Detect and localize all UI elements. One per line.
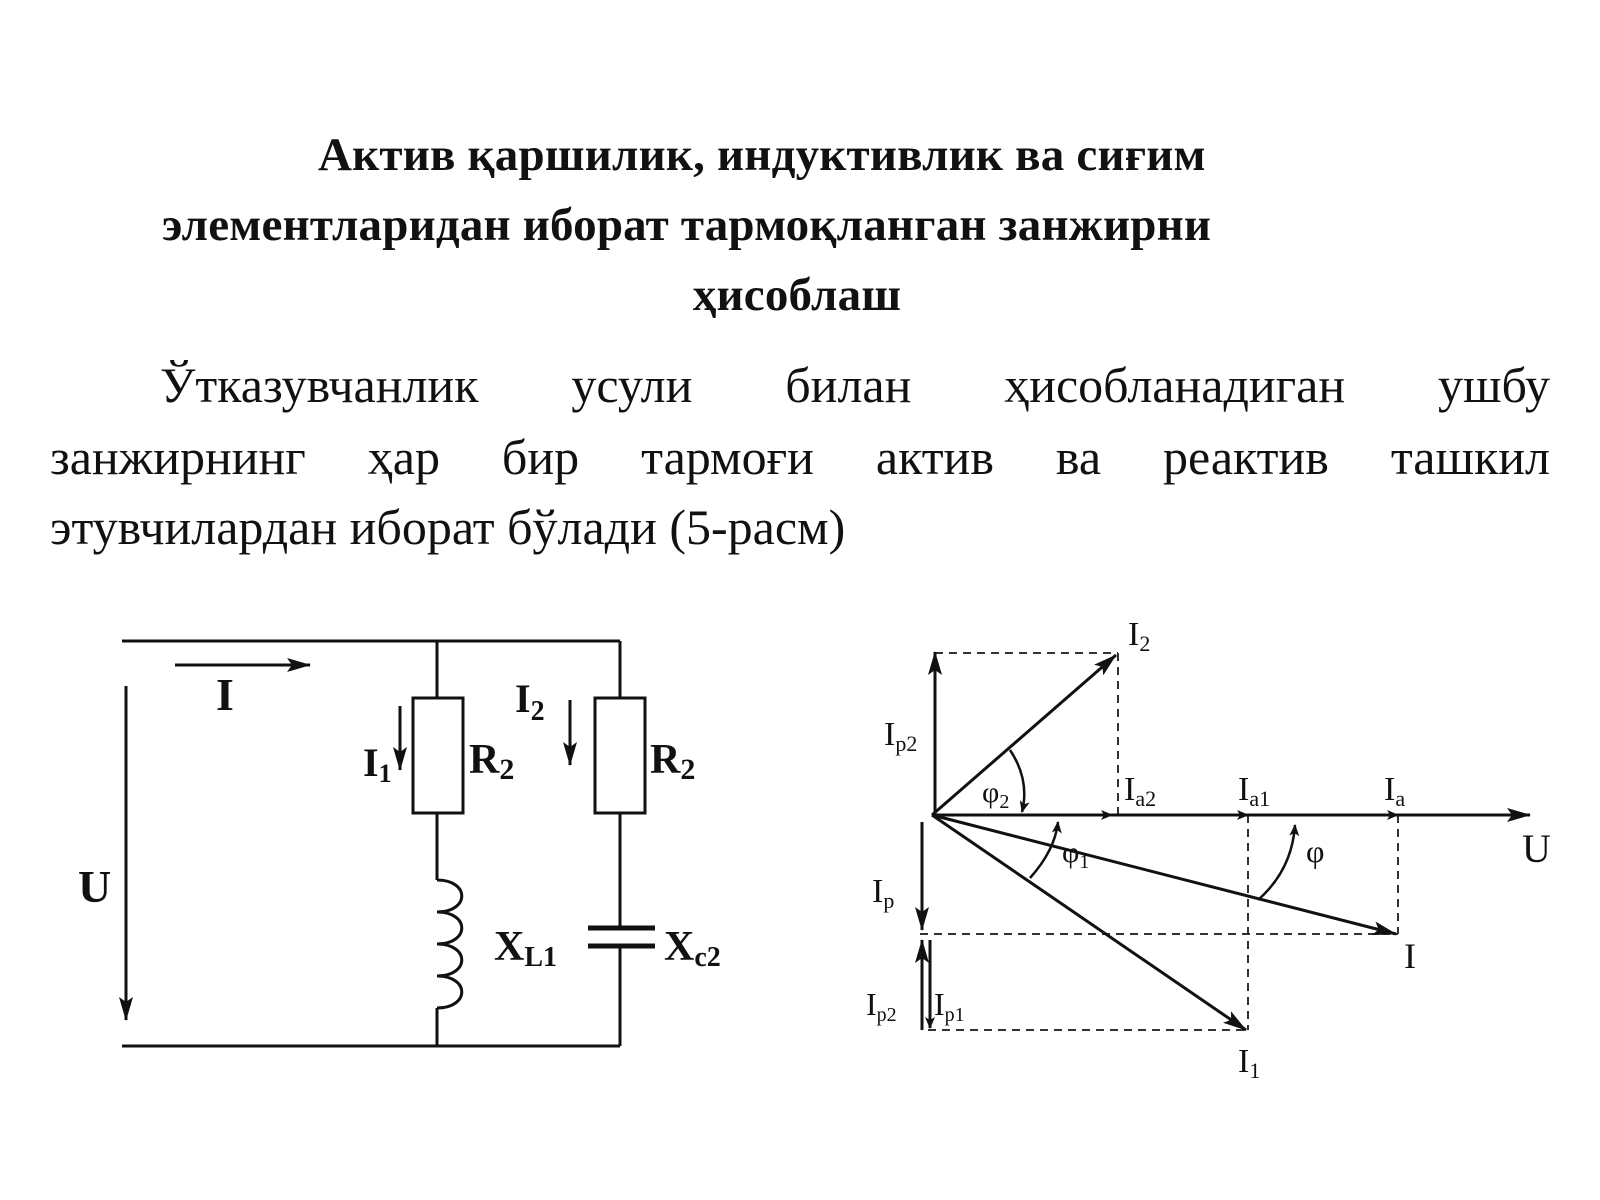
- label-phi1: φ1: [1062, 836, 1089, 873]
- label-Ia2: Ia2: [1124, 771, 1156, 811]
- label-Ip2-top: Ip2: [884, 716, 917, 756]
- label-phi2: φ2: [982, 776, 1009, 813]
- resistor-1: [411, 696, 465, 815]
- label-current-branch-1: I1: [363, 740, 392, 788]
- label-phi: φ: [1306, 833, 1324, 869]
- title-line-2: элементларидан иборат тармоқланган занжи…: [162, 199, 1212, 251]
- arc-phi2: [1008, 749, 1030, 813]
- label-resistor-1: R2: [469, 737, 514, 786]
- circuit-labels: I U I1 I2 R2 R2 XL1 Xc2: [78, 669, 721, 973]
- label-Ip: Ip: [872, 873, 894, 913]
- title-line-3: ҳисоблаш: [0, 268, 1600, 322]
- title-line-3-text: ҳисоблаш: [692, 269, 902, 321]
- label-Ip2-bottom: Ip2: [866, 986, 897, 1026]
- label-Ia1: Ia1: [1238, 771, 1270, 811]
- paragraph-line-2: занжирнинг ҳар бир тармоғи актив ва реак…: [50, 429, 1550, 485]
- vector-I1: [931, 813, 1247, 1032]
- branch-2: [588, 641, 655, 1046]
- label-I: I: [1404, 936, 1416, 976]
- label-current-total: I: [216, 669, 234, 720]
- label-inductor: XL1: [494, 924, 557, 973]
- label-I1: I1: [1238, 1043, 1260, 1083]
- title-line-1: Актив қаршилик, индуктивлик ва сиғим: [318, 129, 1206, 181]
- projection-lines: [920, 652, 1399, 1031]
- arc-phi1: [1029, 821, 1062, 879]
- label-current-branch-2: I2: [515, 676, 545, 727]
- label-voltage: U: [78, 861, 111, 912]
- phasor-labels: I2 Ip2 φ2 Ia2 Ia1 Ia U φ1 φ Ip I Ip2 Ip1…: [866, 616, 1551, 1083]
- vector-I: [931, 813, 1397, 936]
- paragraph-line-3: этувчилардан иборат бўлади (5-расм): [50, 499, 846, 555]
- resistor-2: [593, 696, 647, 815]
- circuit-diagram: [119, 639, 655, 1048]
- label-I2: I2: [1128, 616, 1150, 656]
- label-Ip1: Ip1: [934, 986, 965, 1026]
- label-resistor-2: R2: [650, 737, 695, 786]
- label-capacitor: Xc2: [664, 924, 721, 973]
- vector-I2: [931, 653, 1117, 817]
- phasor-diagram: I2 Ip2 φ2 Ia2 Ia1 Ia U φ1 φ Ip I Ip2 Ip1…: [866, 616, 1551, 1083]
- label-U: U: [1522, 826, 1551, 871]
- arc-phi: [1257, 824, 1300, 901]
- paragraph-line-1: Ўтказувчанлик усули билан ҳисобланадиган…: [160, 357, 1550, 413]
- label-Ia: Ia: [1384, 771, 1405, 811]
- branch-1: [411, 641, 465, 1046]
- inductor-coil: [436, 878, 464, 1010]
